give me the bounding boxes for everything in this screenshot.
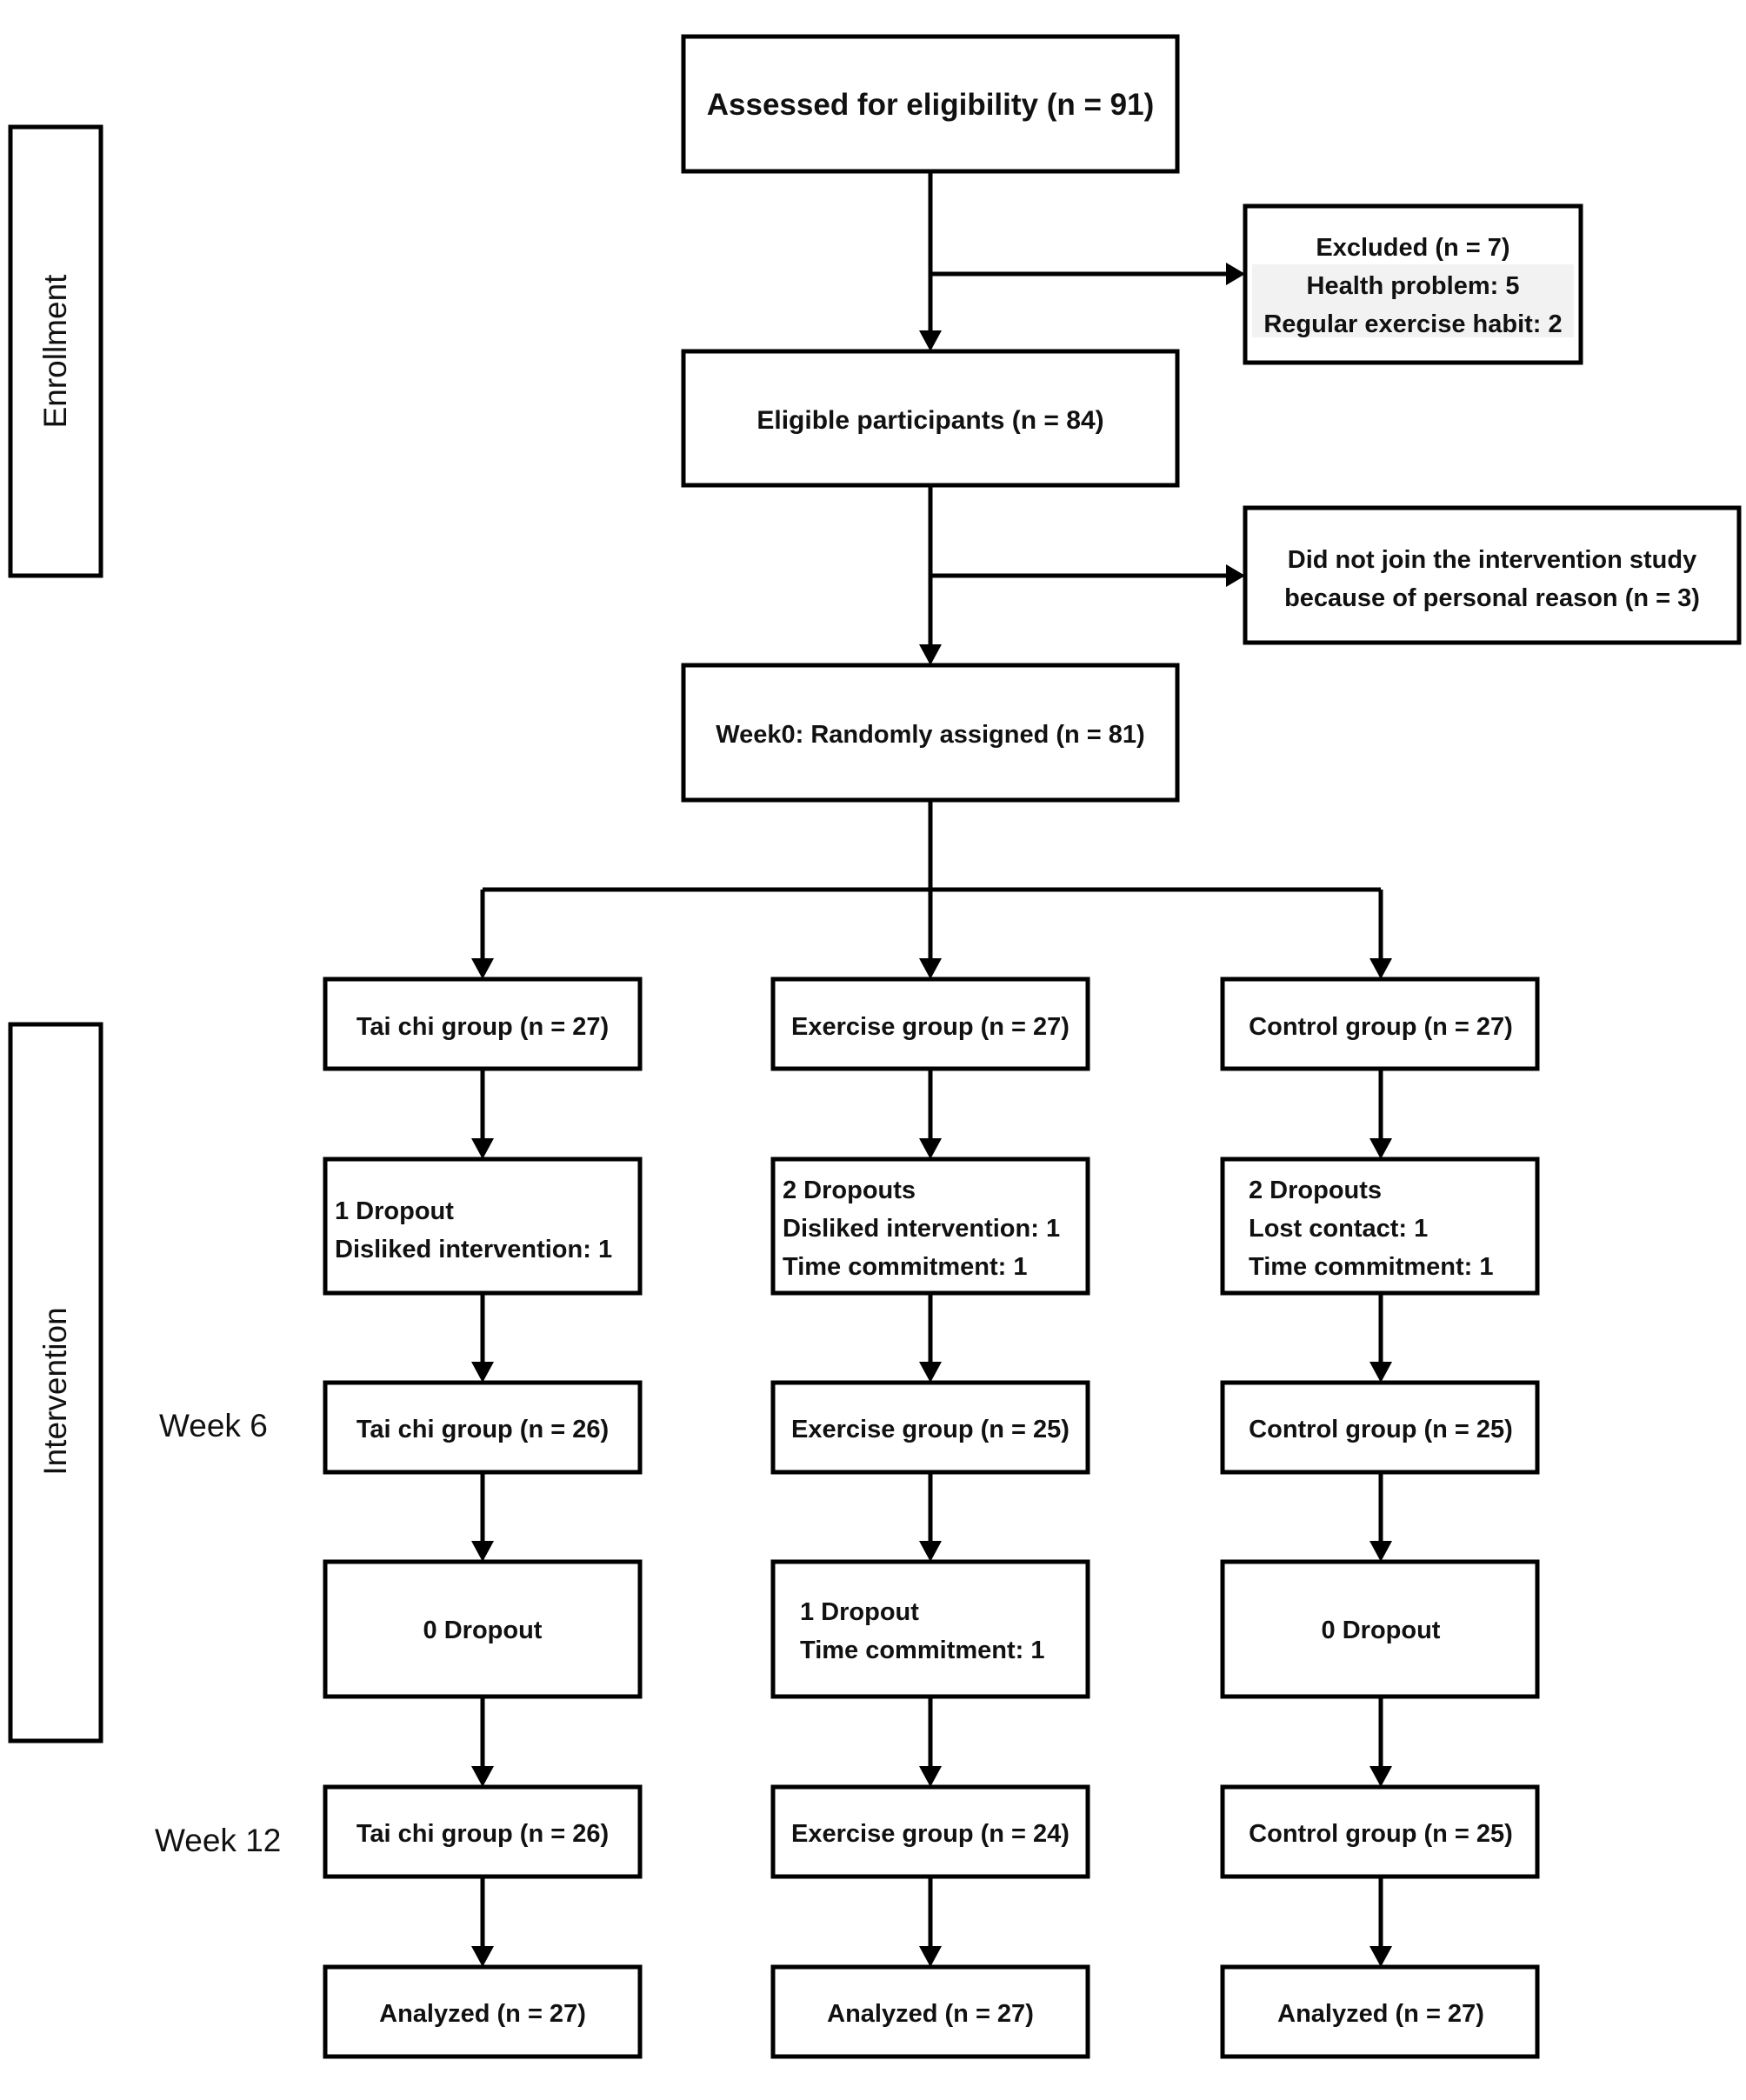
- randomized-text: Week0: Randomly assigned (n = 81): [716, 721, 1144, 749]
- week12-label: Week 12: [155, 1823, 281, 1858]
- control-dropout1-line3: Time commitment: 1: [1249, 1253, 1493, 1281]
- control-column: Control group (n = 27) 2 Dropouts Lost c…: [1220, 977, 1540, 2059]
- eligible-text: Eligible participants (n = 84): [756, 406, 1103, 435]
- exercise-start-box: [770, 977, 1090, 1071]
- exercise-week6: Exercise group (n = 25): [791, 1416, 1070, 1443]
- not-joined-line2: because of personal reason (n = 3): [1284, 584, 1700, 612]
- control-start: Control group (n = 27): [1249, 1013, 1513, 1041]
- not-joined-line1: Did not join the intervention study: [1288, 546, 1696, 574]
- exercise-start: Exercise group (n = 27): [791, 1013, 1070, 1041]
- enrollment-bracket: [8, 124, 103, 578]
- taichi-dropout1-line2: Disliked intervention: 1: [335, 1236, 612, 1263]
- exercise-analyzed: Analyzed (n = 27): [827, 2000, 1034, 2028]
- control-dropout2-box: [1220, 1559, 1540, 1699]
- assessed-text: Assessed for eligibility (n = 91): [707, 88, 1154, 122]
- excluded-detail-shade: [1252, 264, 1574, 337]
- exercise-analyzed-box: [770, 1964, 1090, 2059]
- taichi-start-box: [323, 977, 643, 1071]
- control-week6-box: [1220, 1380, 1540, 1475]
- excluded-exercise: Regular exercise habit: 2: [1263, 310, 1562, 338]
- taichi-dropout2-box: [323, 1559, 643, 1699]
- taichi-dropout2-line1: 0 Dropout: [423, 1617, 543, 1644]
- week6-label: Week 6: [159, 1408, 268, 1443]
- control-dropout1-line2: Lost contact: 1: [1249, 1215, 1428, 1243]
- taichi-dropout1-box: [323, 1157, 643, 1296]
- tai-chi-column: Tai chi group (n = 27) 1 Dropout Dislike…: [323, 977, 643, 2059]
- exercise-dropout2-line1: 1 Dropout: [800, 1598, 919, 1626]
- taichi-analyzed: Analyzed (n = 27): [379, 2000, 586, 2028]
- control-dropout2-line1: 0 Dropout: [1322, 1617, 1441, 1644]
- taichi-week12-box: [323, 1784, 643, 1879]
- excluded-title: Excluded (n = 7): [1316, 234, 1509, 262]
- excluded-health: Health problem: 5: [1307, 272, 1520, 300]
- taichi-week6: Tai chi group (n = 26): [357, 1416, 609, 1443]
- exercise-dropout2-box: [770, 1559, 1090, 1699]
- control-dropout1-line1: 2 Dropouts: [1249, 1177, 1382, 1204]
- taichi-week12: Tai chi group (n = 26): [357, 1820, 609, 1848]
- exercise-dropout1-line2: Disliked intervention: 1: [783, 1215, 1060, 1243]
- control-analyzed-box: [1220, 1964, 1540, 2059]
- control-week12: Control group (n = 25): [1249, 1820, 1513, 1848]
- assessed-box: [681, 34, 1180, 174]
- taichi-start: Tai chi group (n = 27): [357, 1013, 609, 1041]
- taichi-dropout1-line1: 1 Dropout: [335, 1197, 454, 1225]
- exercise-dropout1-line1: 2 Dropouts: [783, 1177, 916, 1204]
- exercise-dropout1-line3: Time commitment: 1: [783, 1253, 1027, 1281]
- not-joined-box: [1243, 505, 1742, 645]
- control-week6: Control group (n = 25): [1249, 1416, 1513, 1443]
- control-start-box: [1220, 977, 1540, 1071]
- intervention-label: Intervention: [37, 1307, 73, 1475]
- control-analyzed: Analyzed (n = 27): [1277, 2000, 1484, 2028]
- exercise-column: Exercise group (n = 27) 2 Dropouts Disli…: [770, 977, 1090, 2059]
- exercise-week12: Exercise group (n = 24): [791, 1820, 1070, 1848]
- enrollment-label: Enrollment: [37, 274, 73, 429]
- intervention-bracket: [8, 1022, 103, 1743]
- exercise-dropout2-line2: Time commitment: 1: [800, 1637, 1044, 1664]
